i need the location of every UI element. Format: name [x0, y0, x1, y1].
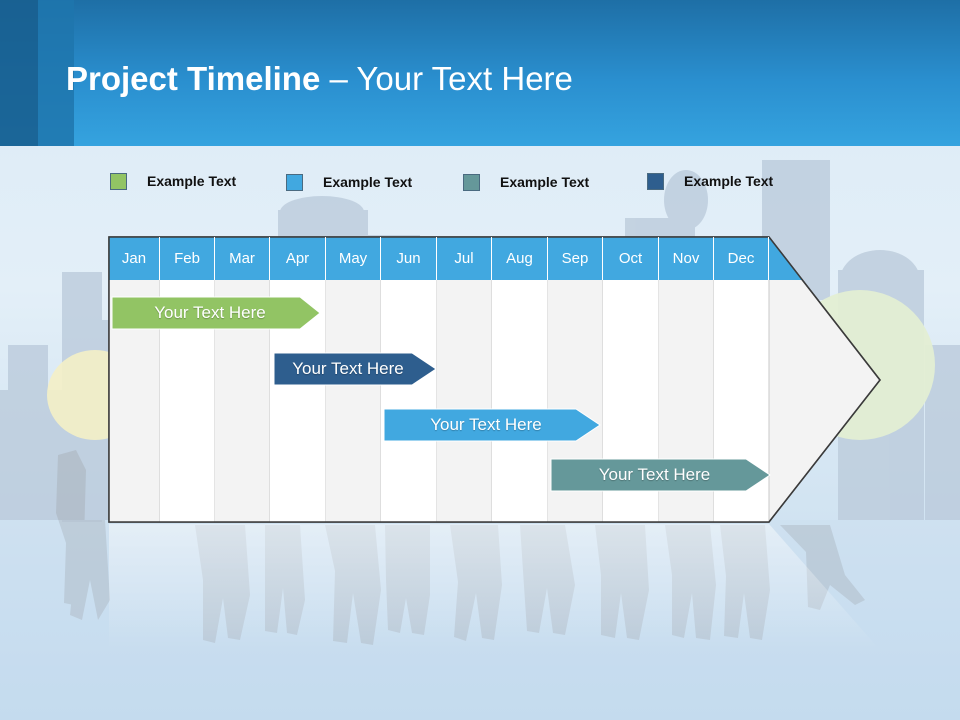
legend-item: Example Text — [286, 172, 412, 192]
month-column — [492, 280, 548, 522]
title-bold: Project Timeline — [66, 60, 321, 97]
legend-label: Example Text — [147, 173, 237, 189]
legend-label: Example Text — [500, 174, 590, 190]
task-arrow — [111, 296, 321, 330]
legend-swatch — [286, 173, 303, 191]
month-header-bar — [109, 237, 769, 280]
header-accent-strip — [38, 0, 74, 146]
legend-item: Example Text — [463, 172, 589, 192]
legend-label: Example Text — [323, 174, 413, 190]
month-label: Feb — [160, 237, 215, 280]
legend-swatch — [647, 172, 664, 190]
month-label: Apr — [270, 237, 326, 280]
month-label: May — [326, 237, 381, 280]
slide-title: Project Timeline – Your Text Here — [66, 60, 573, 98]
month-label: Dec — [714, 237, 769, 280]
task-label: Your Text Here — [430, 415, 542, 434]
month-label: Jan — [109, 237, 160, 280]
task-label: Your Text Here — [598, 465, 711, 484]
task-arrow — [273, 352, 437, 386]
month-column — [381, 280, 437, 522]
month-label: Nov — [659, 237, 714, 280]
header-accent-strip — [0, 0, 38, 146]
month-label: Aug — [492, 237, 548, 280]
month-label: Jul — [437, 237, 492, 280]
header-band: Project Timeline – Your Text Here — [0, 0, 960, 146]
task-label: Your Text Here — [154, 303, 266, 322]
legend-label: Example Text — [684, 173, 774, 189]
month-column — [437, 280, 492, 522]
timeline-arrow-outline — [108, 236, 881, 523]
title-rest: – Your Text Here — [320, 60, 573, 97]
legend-swatch — [463, 173, 480, 191]
task-arrow — [550, 458, 771, 492]
legend-item: Example Text — [647, 171, 773, 191]
task-arrows — [111, 296, 771, 492]
month-label: Mar — [215, 237, 270, 280]
task-arrow — [383, 408, 601, 442]
month-label: Oct — [603, 237, 659, 280]
month-label: Jun — [381, 237, 437, 280]
month-column — [326, 280, 381, 522]
legend-item: Example Text — [110, 171, 236, 191]
legend-swatch — [110, 172, 127, 190]
month-label: Sep — [548, 237, 603, 280]
month-columns — [109, 237, 770, 522]
arrow-reflection — [109, 524, 880, 650]
task-label: Your Text Here — [292, 359, 404, 378]
